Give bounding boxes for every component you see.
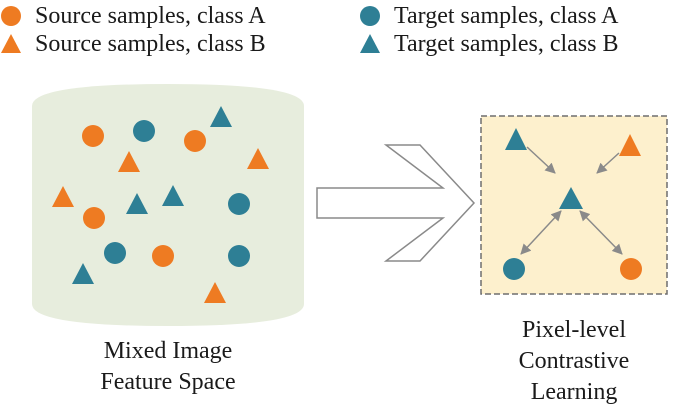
push-arrow-source-a bbox=[579, 210, 623, 255]
legend-source-class-a-circle-icon bbox=[1, 6, 21, 26]
target-class-b-sample bbox=[162, 185, 184, 206]
legend-label-target-class-a: Target samples, class A bbox=[394, 3, 619, 29]
legend-source-class-b-triangle-icon bbox=[1, 34, 21, 53]
contrastive-caption-line-3: Learning bbox=[530, 379, 618, 405]
target-class-a-sample bbox=[228, 245, 250, 267]
source-class-b-sample bbox=[204, 282, 226, 303]
transform-arrow-icon bbox=[316, 144, 476, 262]
source-class-b-sample bbox=[118, 151, 140, 172]
anchor-target-class-b-sample bbox=[559, 187, 583, 209]
contrastive-learning-box bbox=[480, 115, 668, 295]
target-class-b-sample bbox=[72, 263, 94, 284]
source-class-a-sample bbox=[184, 130, 206, 152]
feature-space-caption-line-1: Mixed Image bbox=[103, 338, 233, 364]
legend-label-target-class-b: Target samples, class B bbox=[394, 31, 619, 57]
legend-target-class-a-circle-icon bbox=[360, 6, 380, 26]
feature-space-caption: Mixed Image Feature Space bbox=[68, 336, 268, 398]
source-class-a-sample bbox=[152, 245, 174, 267]
legend-label-source-class-a: Source samples, class A bbox=[35, 3, 266, 29]
source-class-a-sample bbox=[82, 125, 104, 147]
feature-space-caption-line-2: Feature Space bbox=[100, 369, 236, 395]
contrastive-caption-line-1: Pixel-level bbox=[522, 317, 626, 343]
target-class-b-sample bbox=[126, 193, 148, 214]
push-arrow-target-a bbox=[520, 210, 562, 255]
legend-target-class-b-triangle-icon bbox=[360, 34, 380, 53]
target-class-a-sample bbox=[228, 193, 250, 215]
target-class-b-sample bbox=[505, 128, 527, 150]
source-class-b-sample bbox=[247, 148, 269, 169]
contrastive-caption: Pixel-level Contrastive Learning bbox=[484, 315, 664, 408]
contrastive-caption-line-2: Contrastive bbox=[518, 348, 630, 374]
source-class-a-sample bbox=[83, 207, 105, 229]
source-class-b-sample bbox=[619, 134, 641, 156]
feature-space-samples bbox=[52, 106, 269, 303]
target-class-b-sample bbox=[210, 106, 232, 127]
pull-arrow-target-b bbox=[526, 146, 556, 174]
target-class-a-sample bbox=[104, 242, 126, 264]
target-class-a-sample bbox=[133, 120, 155, 142]
target-class-a-sample bbox=[503, 258, 525, 280]
pull-arrow-source-b bbox=[596, 152, 620, 174]
legend-label-source-class-b: Source samples, class B bbox=[35, 31, 266, 57]
source-class-b-sample bbox=[52, 186, 74, 207]
legend-markers bbox=[1, 6, 380, 53]
source-class-a-sample bbox=[620, 258, 642, 280]
